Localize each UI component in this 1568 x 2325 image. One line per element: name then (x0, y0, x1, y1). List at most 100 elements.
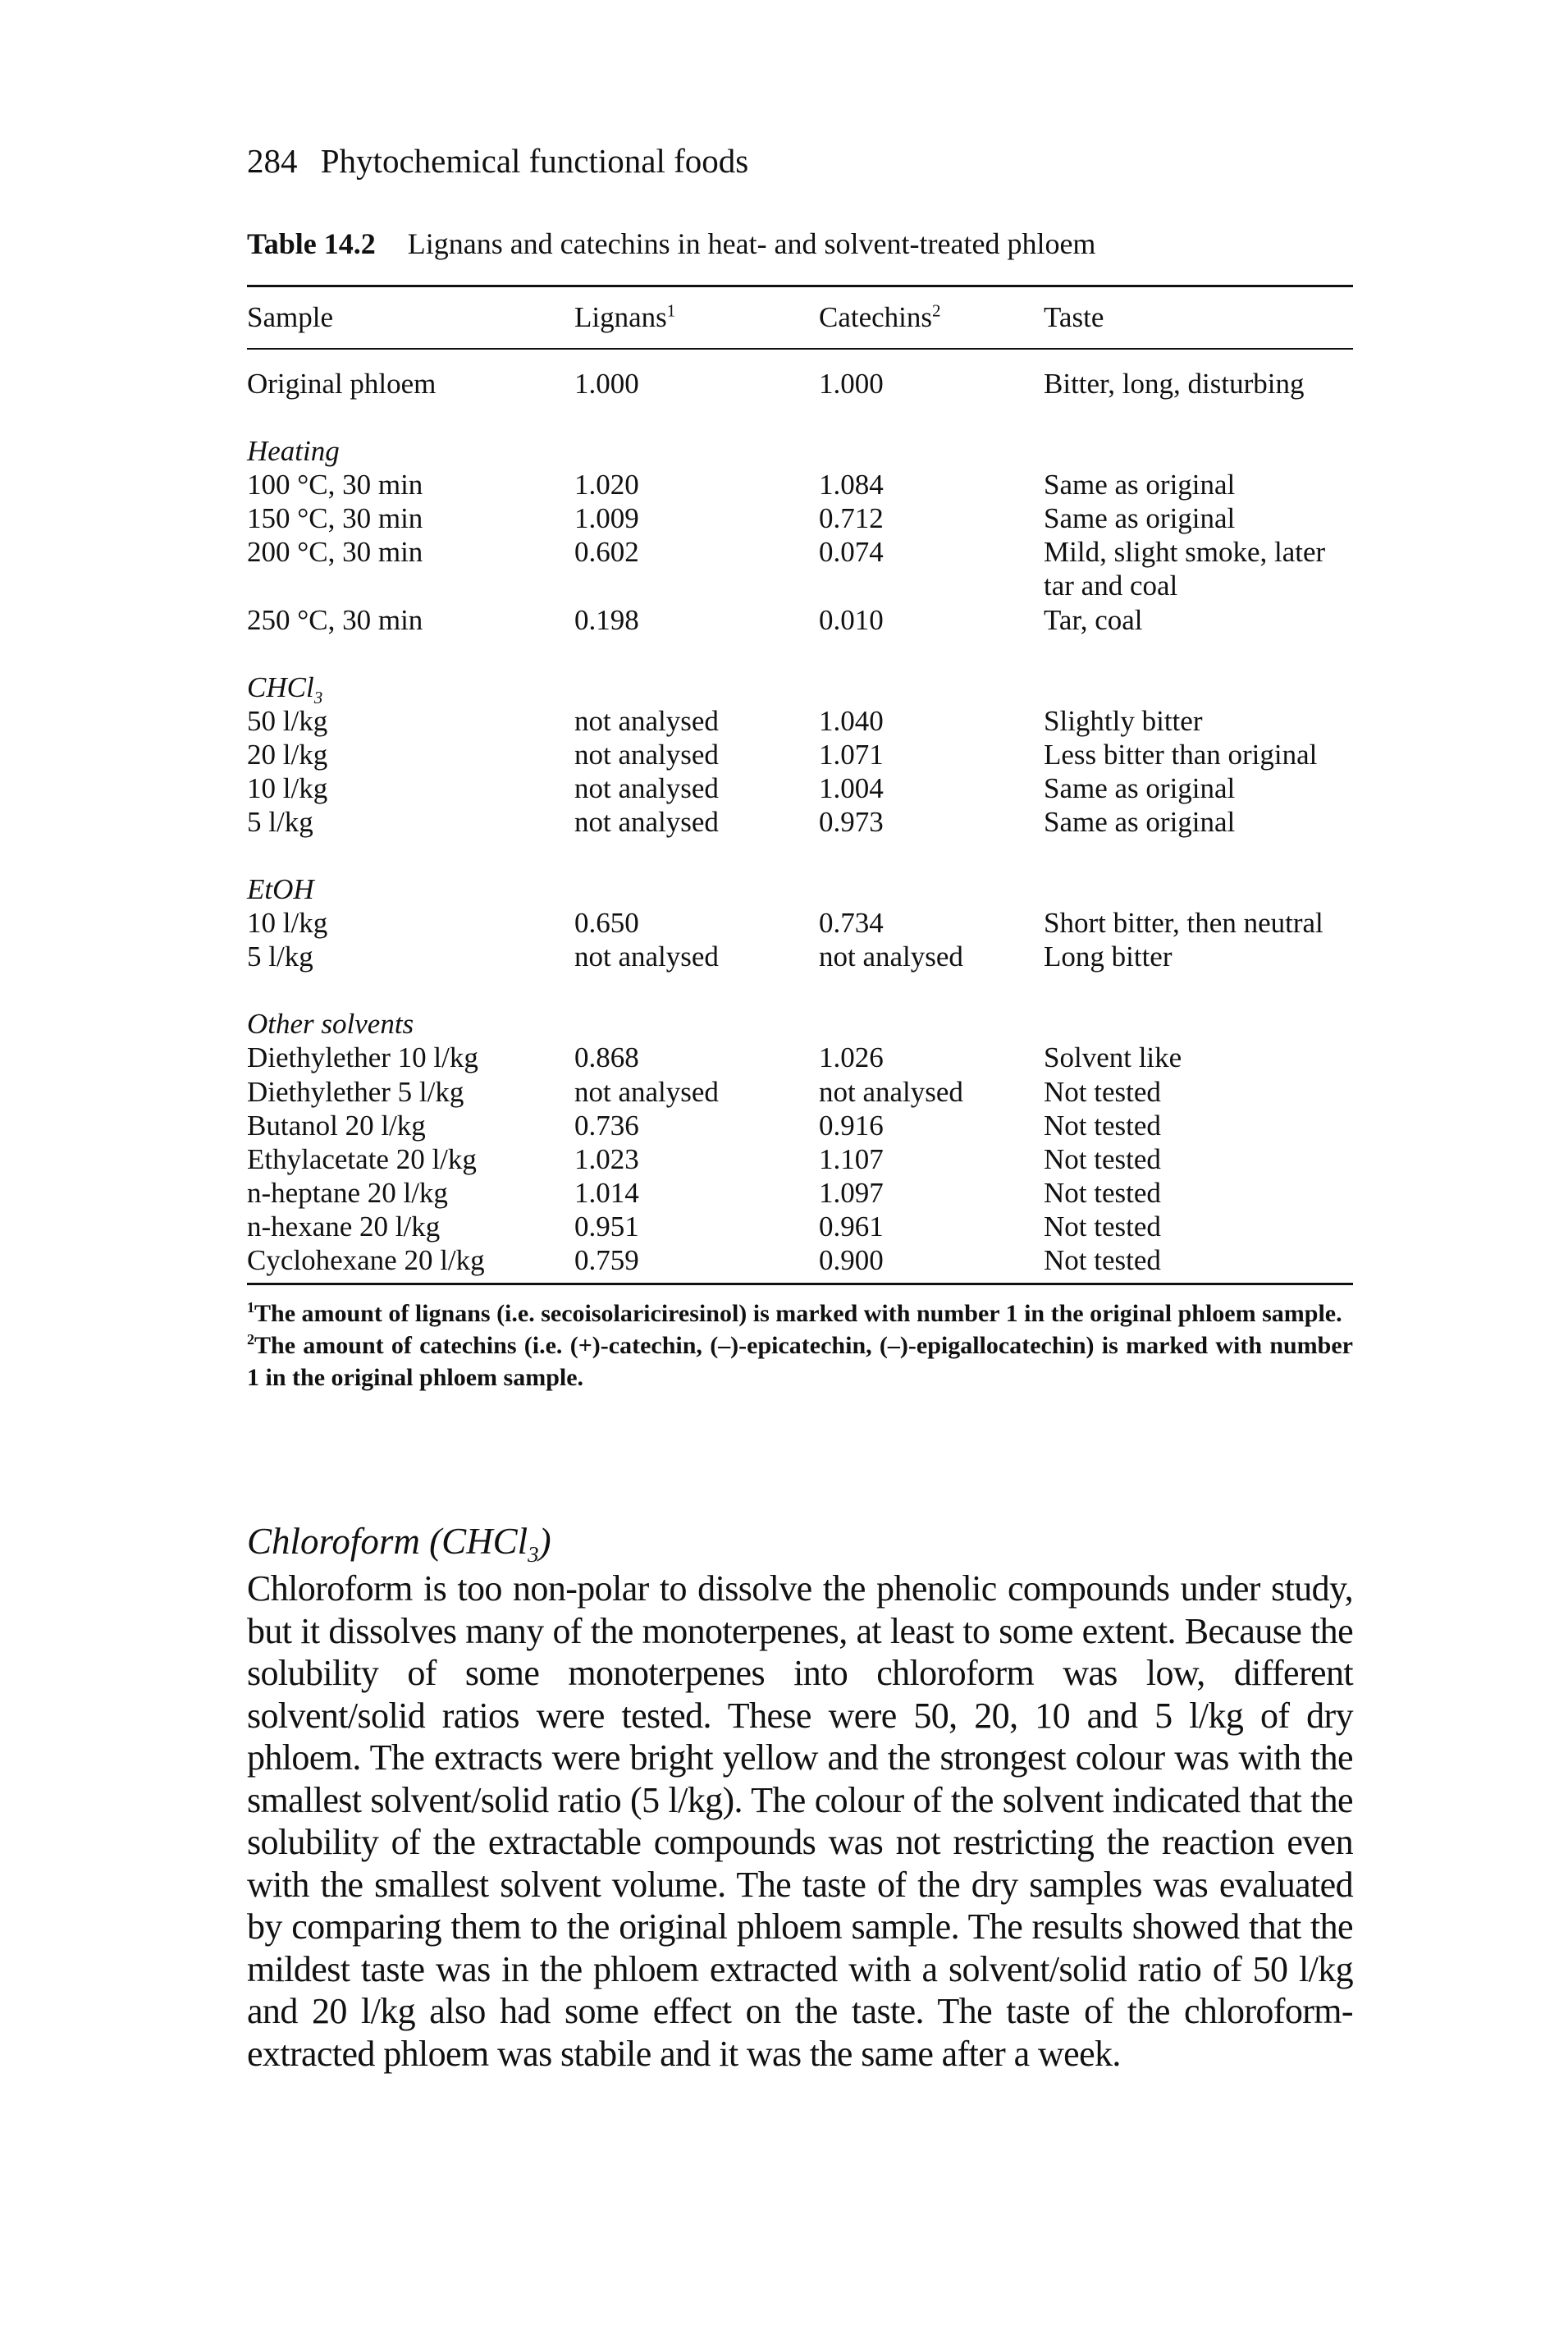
cell-catechins: 0.973 (819, 806, 884, 838)
cell-lignans: not analysed (574, 941, 719, 973)
footnote-2: 2The amount of catechins (i.e. (+)-catec… (247, 1331, 1353, 1391)
cell-sample: 200 °C, 30 min (247, 536, 423, 568)
group-label: EtOH (247, 873, 314, 905)
cell-taste: Not tested (1044, 1177, 1161, 1209)
cell-lignans: 1.014 (574, 1177, 639, 1209)
section-heading: Chloroform (CHCl3) (247, 1521, 551, 1567)
cell-taste: Less bitter than original (1044, 739, 1318, 771)
cell-catechins: 1.107 (819, 1143, 884, 1175)
table-row: n-hexane 20 l/kg 0.951 0.961 Not tested (247, 1210, 1353, 1244)
cell-lignans: 0.759 (574, 1244, 639, 1276)
cell-taste: Solvent like (1044, 1041, 1182, 1073)
cell-taste: Tar, coal (1044, 604, 1143, 636)
table-label: Table 14.2 (247, 227, 376, 260)
cell-catechins: not analysed (819, 941, 963, 973)
cell-sample: 150 °C, 30 min (247, 502, 423, 534)
cell-sample: n-hexane 20 l/kg (247, 1211, 441, 1243)
table-row: 100 °C, 30 min 1.020 1.084 Same as original (247, 468, 1353, 502)
cell-lignans: not analysed (574, 739, 719, 771)
cell-catechins: 0.010 (819, 604, 884, 636)
cell-lignans: 0.198 (574, 604, 639, 636)
table-row: Diethylether 5 l/kg not analysed not analy… (247, 1075, 1353, 1110)
cell-catechins: not analysed (819, 1076, 963, 1108)
cell-sample: 50 l/kg (247, 705, 328, 737)
cell-catechins: 0.900 (819, 1244, 884, 1276)
table-header-rule (247, 348, 1353, 350)
cell-taste: Not tested (1044, 1211, 1161, 1243)
cell-sample: Butanol 20 l/kg (247, 1110, 426, 1142)
table-footnotes: 1The amount of lignans (i.e. secoisolari… (247, 1298, 1353, 1394)
table-group-row: Other solvents (247, 1007, 1353, 1041)
table-bottom-rule (247, 1283, 1353, 1285)
table-title: Lignans and catechins in heat- and solve… (407, 227, 1096, 260)
cell-catechins: 0.734 (819, 907, 884, 939)
body-paragraph: Chloroform is too non-polar to dissolve … (247, 1568, 1354, 2074)
cell-taste: Same as original (1044, 806, 1236, 838)
cell-sample: Ethylacetate 20 l/kg (247, 1143, 477, 1175)
cell-sample: Diethylether 5 l/kg (247, 1076, 464, 1108)
cell-taste: Long bitter (1044, 941, 1173, 973)
cell-sample: 10 l/kg (247, 907, 328, 939)
table-row: 50 l/kg not analysed 1.040 Slightly bitter (247, 704, 1353, 739)
cell-catechins: 1.040 (819, 705, 884, 737)
cell-catechins: 0.074 (819, 536, 884, 568)
book-title: Phytochemical functional foods (320, 142, 749, 180)
cell-taste: Bitter, long, disturbing (1044, 368, 1305, 400)
cell-taste: Mild, slight smoke, later (1044, 536, 1326, 568)
cell-sample: 10 l/kg (247, 772, 328, 804)
cell-taste: Same as original (1044, 469, 1236, 501)
cell-taste: Slightly bitter (1044, 705, 1203, 737)
table-caption: Table 14.2 Lignans and catechins in heat… (247, 227, 1095, 261)
header-catechins: Catechins2 (819, 300, 941, 333)
table-row: Ethylacetate 20 l/kg 1.023 1.107 Not tested (247, 1142, 1353, 1177)
cell-catechins: 1.084 (819, 469, 884, 501)
cell-taste: Not tested (1044, 1076, 1161, 1108)
cell-catechins: 1.000 (819, 368, 884, 400)
cell-lignans: 0.868 (574, 1041, 639, 1073)
table-group-row: CHCl3 (247, 670, 1353, 707)
cell-sample: 20 l/kg (247, 739, 328, 771)
cell-catechins: 1.026 (819, 1041, 884, 1073)
cell-lignans: 1.020 (574, 469, 639, 501)
cell-lignans: 1.009 (574, 502, 639, 534)
cell-lignans: 1.000 (574, 368, 639, 400)
cell-lignans: 0.951 (574, 1211, 639, 1243)
table-row: Original phloem 1.000 1.000 Bitter, long, d… (247, 367, 1353, 401)
table-row: 200 °C, 30 min 0.602 0.074 Mild, slight smo… (247, 535, 1353, 570)
table-row: tar and coal (247, 569, 1353, 603)
cell-lignans: not analysed (574, 705, 719, 737)
cell-lignans: 0.602 (574, 536, 639, 568)
cell-catechins: 0.961 (819, 1211, 884, 1243)
running-head: 284 Phytochemical functional foods (247, 141, 748, 181)
cell-lignans: not analysed (574, 1076, 719, 1108)
header-lignans: Lignans1 (574, 300, 676, 333)
cell-taste: tar and coal (1044, 570, 1178, 602)
cell-lignans: 0.736 (574, 1110, 639, 1142)
cell-lignans: 1.023 (574, 1143, 639, 1175)
group-label: Heating (247, 435, 340, 467)
cell-sample: 5 l/kg (247, 806, 313, 838)
cell-lignans: 0.650 (574, 907, 639, 939)
cell-sample: Original phloem (247, 368, 437, 400)
cell-taste: Not tested (1044, 1143, 1161, 1175)
header-taste: Taste (1044, 301, 1104, 333)
page-number: 284 (247, 142, 298, 180)
table-row: 20 l/kg not analysed 1.071 Less bitter than… (247, 738, 1353, 772)
cell-sample: 100 °C, 30 min (247, 469, 423, 501)
cell-taste: Same as original (1044, 772, 1236, 804)
cell-sample: 250 °C, 30 min (247, 604, 423, 636)
cell-taste: Not tested (1044, 1110, 1161, 1142)
cell-taste: Same as original (1044, 502, 1236, 534)
table-row: 250 °C, 30 min 0.198 0.010 Tar, coal (247, 603, 1353, 638)
cell-taste: Not tested (1044, 1244, 1161, 1276)
table-group-row: Heating (247, 434, 1353, 469)
cell-catechins: 1.071 (819, 739, 884, 771)
